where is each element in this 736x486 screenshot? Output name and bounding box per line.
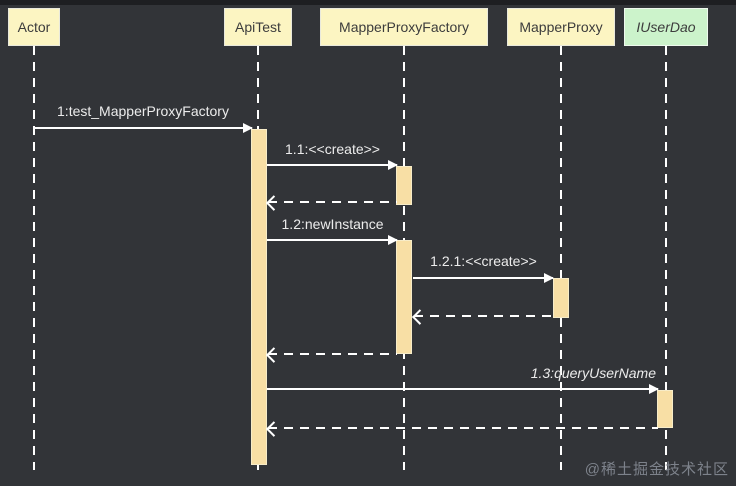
participant-label-iuserdao: IUserDao bbox=[636, 19, 696, 35]
message-label-create-proxy: 1.2.1:<<create>> bbox=[430, 253, 537, 269]
message-arrow-newinstance bbox=[267, 235, 398, 245]
participant-box-apitest: ApiTest bbox=[224, 8, 292, 46]
participant-label-mapperproxy: MapperProxy bbox=[519, 19, 603, 35]
filled-arrowhead-icon bbox=[544, 273, 554, 283]
participant-label-actor: Actor bbox=[17, 19, 51, 35]
participant-box-mapperproxy: MapperProxy bbox=[507, 8, 615, 46]
message-arrow-test-mapperproxyfactory bbox=[34, 123, 253, 133]
return-arrow-factory-to-apitest bbox=[265, 195, 397, 211]
message-label-test-mapperproxyfactory: 1:test_MapperProxyFactory bbox=[57, 103, 229, 119]
participant-box-actor: Actor bbox=[8, 8, 60, 46]
message-arrow-create-proxy bbox=[413, 273, 554, 283]
participant-label-mapperproxyfactory: MapperProxyFactory bbox=[339, 19, 469, 35]
participant-box-iuserdao: IUserDao bbox=[624, 8, 708, 46]
filled-arrowhead-icon bbox=[649, 384, 659, 394]
watermark: @稀土掘金技术社区 bbox=[584, 461, 729, 478]
open-arrowhead-icon bbox=[265, 347, 282, 363]
activation-mapperproxyfactory-newinstance bbox=[396, 240, 412, 354]
message-label-queryusername: 1.3:queryUserName bbox=[530, 365, 656, 381]
lifeline-mapperproxy bbox=[560, 46, 562, 470]
participant-box-mapperproxyfactory: MapperProxyFactory bbox=[320, 8, 488, 46]
return-arrow-iuserdao-to-apitest bbox=[265, 421, 658, 437]
activation-apitest bbox=[251, 129, 267, 465]
activation-iuserdao bbox=[657, 390, 673, 428]
message-label-create-factory: 1.1:<<create>> bbox=[285, 141, 380, 157]
participant-label-apitest: ApiTest bbox=[235, 19, 281, 35]
open-arrowhead-icon bbox=[265, 195, 282, 211]
return-arrow-proxy-to-factory bbox=[411, 309, 553, 325]
activation-mapperproxyfactory-create bbox=[396, 166, 412, 205]
message-arrow-create-factory bbox=[267, 160, 398, 170]
top-strip bbox=[0, 0, 736, 5]
return-arrow-factory-to-apitest-2 bbox=[265, 347, 397, 363]
filled-arrowhead-icon bbox=[388, 160, 398, 170]
open-arrowhead-icon bbox=[411, 309, 428, 325]
open-arrowhead-icon bbox=[265, 421, 282, 437]
activation-mapperproxy bbox=[553, 278, 569, 318]
lifeline-actor bbox=[33, 46, 35, 470]
filled-arrowhead-icon bbox=[243, 123, 253, 133]
message-label-newinstance: 1.2:newInstance bbox=[281, 216, 384, 232]
message-arrow-queryusername bbox=[267, 384, 659, 394]
lifeline-iuserdao bbox=[665, 46, 667, 470]
filled-arrowhead-icon bbox=[388, 235, 398, 245]
